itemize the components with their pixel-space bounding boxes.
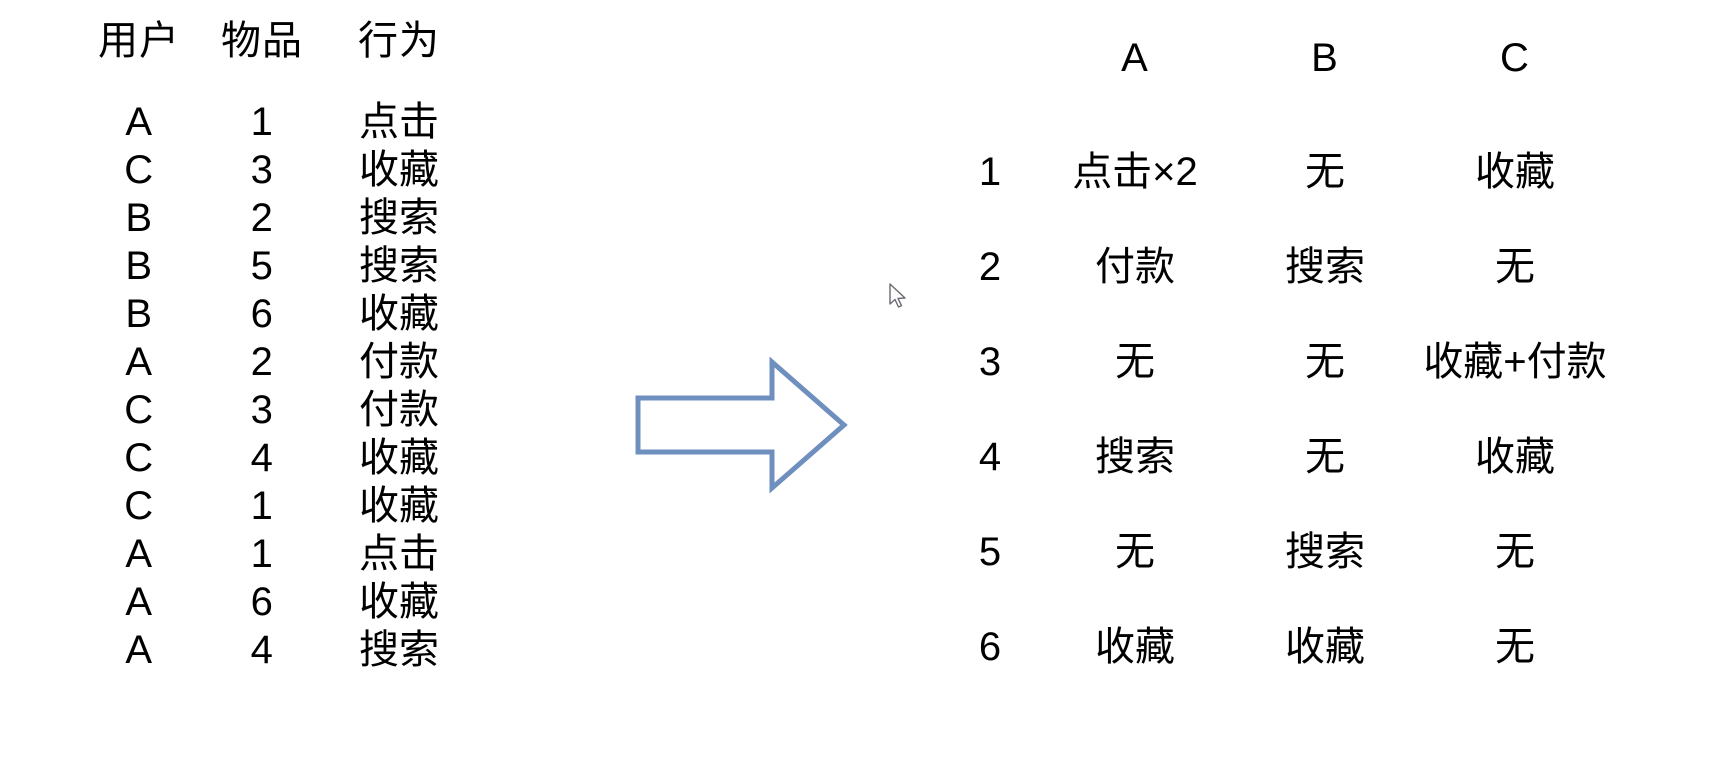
table-row: C 3 付款 xyxy=(78,386,478,434)
table-row: A 4 搜索 xyxy=(78,626,478,674)
log-header-action: 行为 xyxy=(358,19,440,63)
log-cell-action: 收藏 xyxy=(359,580,439,624)
log-cell-user: C xyxy=(124,388,154,432)
matrix-cell-a: 无 xyxy=(1115,339,1155,384)
table-row: 2 付款 搜索 无 xyxy=(940,219,1640,314)
log-cell-user: C xyxy=(124,484,154,528)
log-cell-item: 1 xyxy=(250,532,274,576)
log-header-item: 物品 xyxy=(221,19,303,63)
log-cell-item: 3 xyxy=(250,388,274,432)
mouse-pointer-icon xyxy=(888,283,910,311)
log-cell-item: 4 xyxy=(250,436,274,480)
table-row: A 1 点击 xyxy=(78,98,478,146)
behavior-log-table: 用户 物品 行为 A 1 点击 C 3 收藏 B 2 搜索 B 5 搜索 B 6… xyxy=(78,18,478,674)
matrix-cell-b: 无 xyxy=(1305,339,1345,384)
log-cell-action: 付款 xyxy=(359,388,439,432)
matrix-cell-b: 搜索 xyxy=(1285,529,1365,574)
log-cell-action: 收藏 xyxy=(359,436,439,480)
log-cell-item: 3 xyxy=(250,148,274,192)
log-header-row: 用户 物品 行为 xyxy=(78,18,478,64)
matrix-row-index: 3 xyxy=(978,339,1002,384)
table-row: B 2 搜索 xyxy=(78,194,478,242)
log-cell-action: 搜索 xyxy=(359,628,439,672)
matrix-cell-c: 无 xyxy=(1495,529,1535,574)
log-cell-action: 收藏 xyxy=(359,292,439,336)
matrix-header-row: A B C xyxy=(940,28,1640,88)
log-cell-item: 2 xyxy=(250,196,274,240)
matrix-cell-b: 收藏 xyxy=(1285,624,1365,669)
log-cell-action: 搜索 xyxy=(359,244,439,288)
log-cell-action: 搜索 xyxy=(359,196,439,240)
table-row: C 4 收藏 xyxy=(78,434,478,482)
log-cell-action: 收藏 xyxy=(359,484,439,528)
log-cell-user: A xyxy=(125,100,153,144)
matrix-cell-a: 无 xyxy=(1115,529,1155,574)
log-cell-user: B xyxy=(125,244,153,288)
matrix-row-index: 2 xyxy=(978,244,1002,289)
matrix-cell-b: 搜索 xyxy=(1285,244,1365,289)
matrix-cell-c: 收藏 xyxy=(1475,149,1555,194)
table-row: A 1 点击 xyxy=(78,530,478,578)
log-cell-action: 付款 xyxy=(359,340,439,384)
user-item-matrix-table: A B C 1 点击×2 无 收藏 2 付款 搜索 无 3 无 无 收藏+付款 … xyxy=(940,28,1640,694)
log-cell-action: 点击 xyxy=(359,100,439,144)
log-cell-item: 4 xyxy=(250,628,274,672)
right-block-arrow-icon xyxy=(634,356,849,494)
table-row: 4 搜索 无 收藏 xyxy=(940,409,1640,504)
matrix-cell-b: 无 xyxy=(1305,434,1345,479)
table-row: C 1 收藏 xyxy=(78,482,478,530)
matrix-cell-a: 收藏 xyxy=(1095,624,1175,669)
matrix-column-head-b: B xyxy=(1311,36,1339,80)
log-header-user: 用户 xyxy=(98,19,180,63)
table-row: A 2 付款 xyxy=(78,338,478,386)
log-cell-item: 5 xyxy=(250,244,274,288)
log-cell-item: 1 xyxy=(250,484,274,528)
log-cell-item: 2 xyxy=(250,340,274,384)
log-cell-user: A xyxy=(125,532,153,576)
log-cell-item: 6 xyxy=(250,292,274,336)
matrix-column-head-a: A xyxy=(1121,36,1149,80)
matrix-cell-c: 收藏 xyxy=(1475,434,1555,479)
table-row: A 6 收藏 xyxy=(78,578,478,626)
matrix-row-index: 5 xyxy=(978,529,1002,574)
log-cell-user: A xyxy=(125,628,153,672)
table-row: 1 点击×2 无 收藏 xyxy=(940,124,1640,219)
matrix-cell-b: 无 xyxy=(1305,149,1345,194)
matrix-cell-c: 收藏+付款 xyxy=(1423,339,1607,384)
log-cell-user: B xyxy=(125,196,153,240)
log-cell-item: 1 xyxy=(250,100,274,144)
log-cell-action: 收藏 xyxy=(359,148,439,192)
matrix-row-index: 6 xyxy=(978,624,1002,669)
log-cell-user: B xyxy=(125,292,153,336)
log-cell-item: 6 xyxy=(250,580,274,624)
table-row: 6 收藏 收藏 无 xyxy=(940,599,1640,694)
log-cell-action: 点击 xyxy=(359,532,439,576)
matrix-row-index: 1 xyxy=(978,149,1002,194)
log-cell-user: A xyxy=(125,340,153,384)
table-row: B 5 搜索 xyxy=(78,242,478,290)
log-cell-user: A xyxy=(125,580,153,624)
matrix-row-index: 4 xyxy=(978,434,1002,479)
matrix-cell-a: 搜索 xyxy=(1095,434,1175,479)
log-cell-user: C xyxy=(124,148,154,192)
matrix-column-head-c: C xyxy=(1500,36,1530,80)
matrix-cell-c: 无 xyxy=(1495,244,1535,289)
table-row: C 3 收藏 xyxy=(78,146,478,194)
matrix-cell-a: 点击×2 xyxy=(1072,149,1198,194)
matrix-cell-a: 付款 xyxy=(1095,244,1175,289)
matrix-cell-c: 无 xyxy=(1495,624,1535,669)
table-row: 3 无 无 收藏+付款 xyxy=(940,314,1640,409)
log-cell-user: C xyxy=(124,436,154,480)
table-row: B 6 收藏 xyxy=(78,290,478,338)
table-row: 5 无 搜索 无 xyxy=(940,504,1640,599)
